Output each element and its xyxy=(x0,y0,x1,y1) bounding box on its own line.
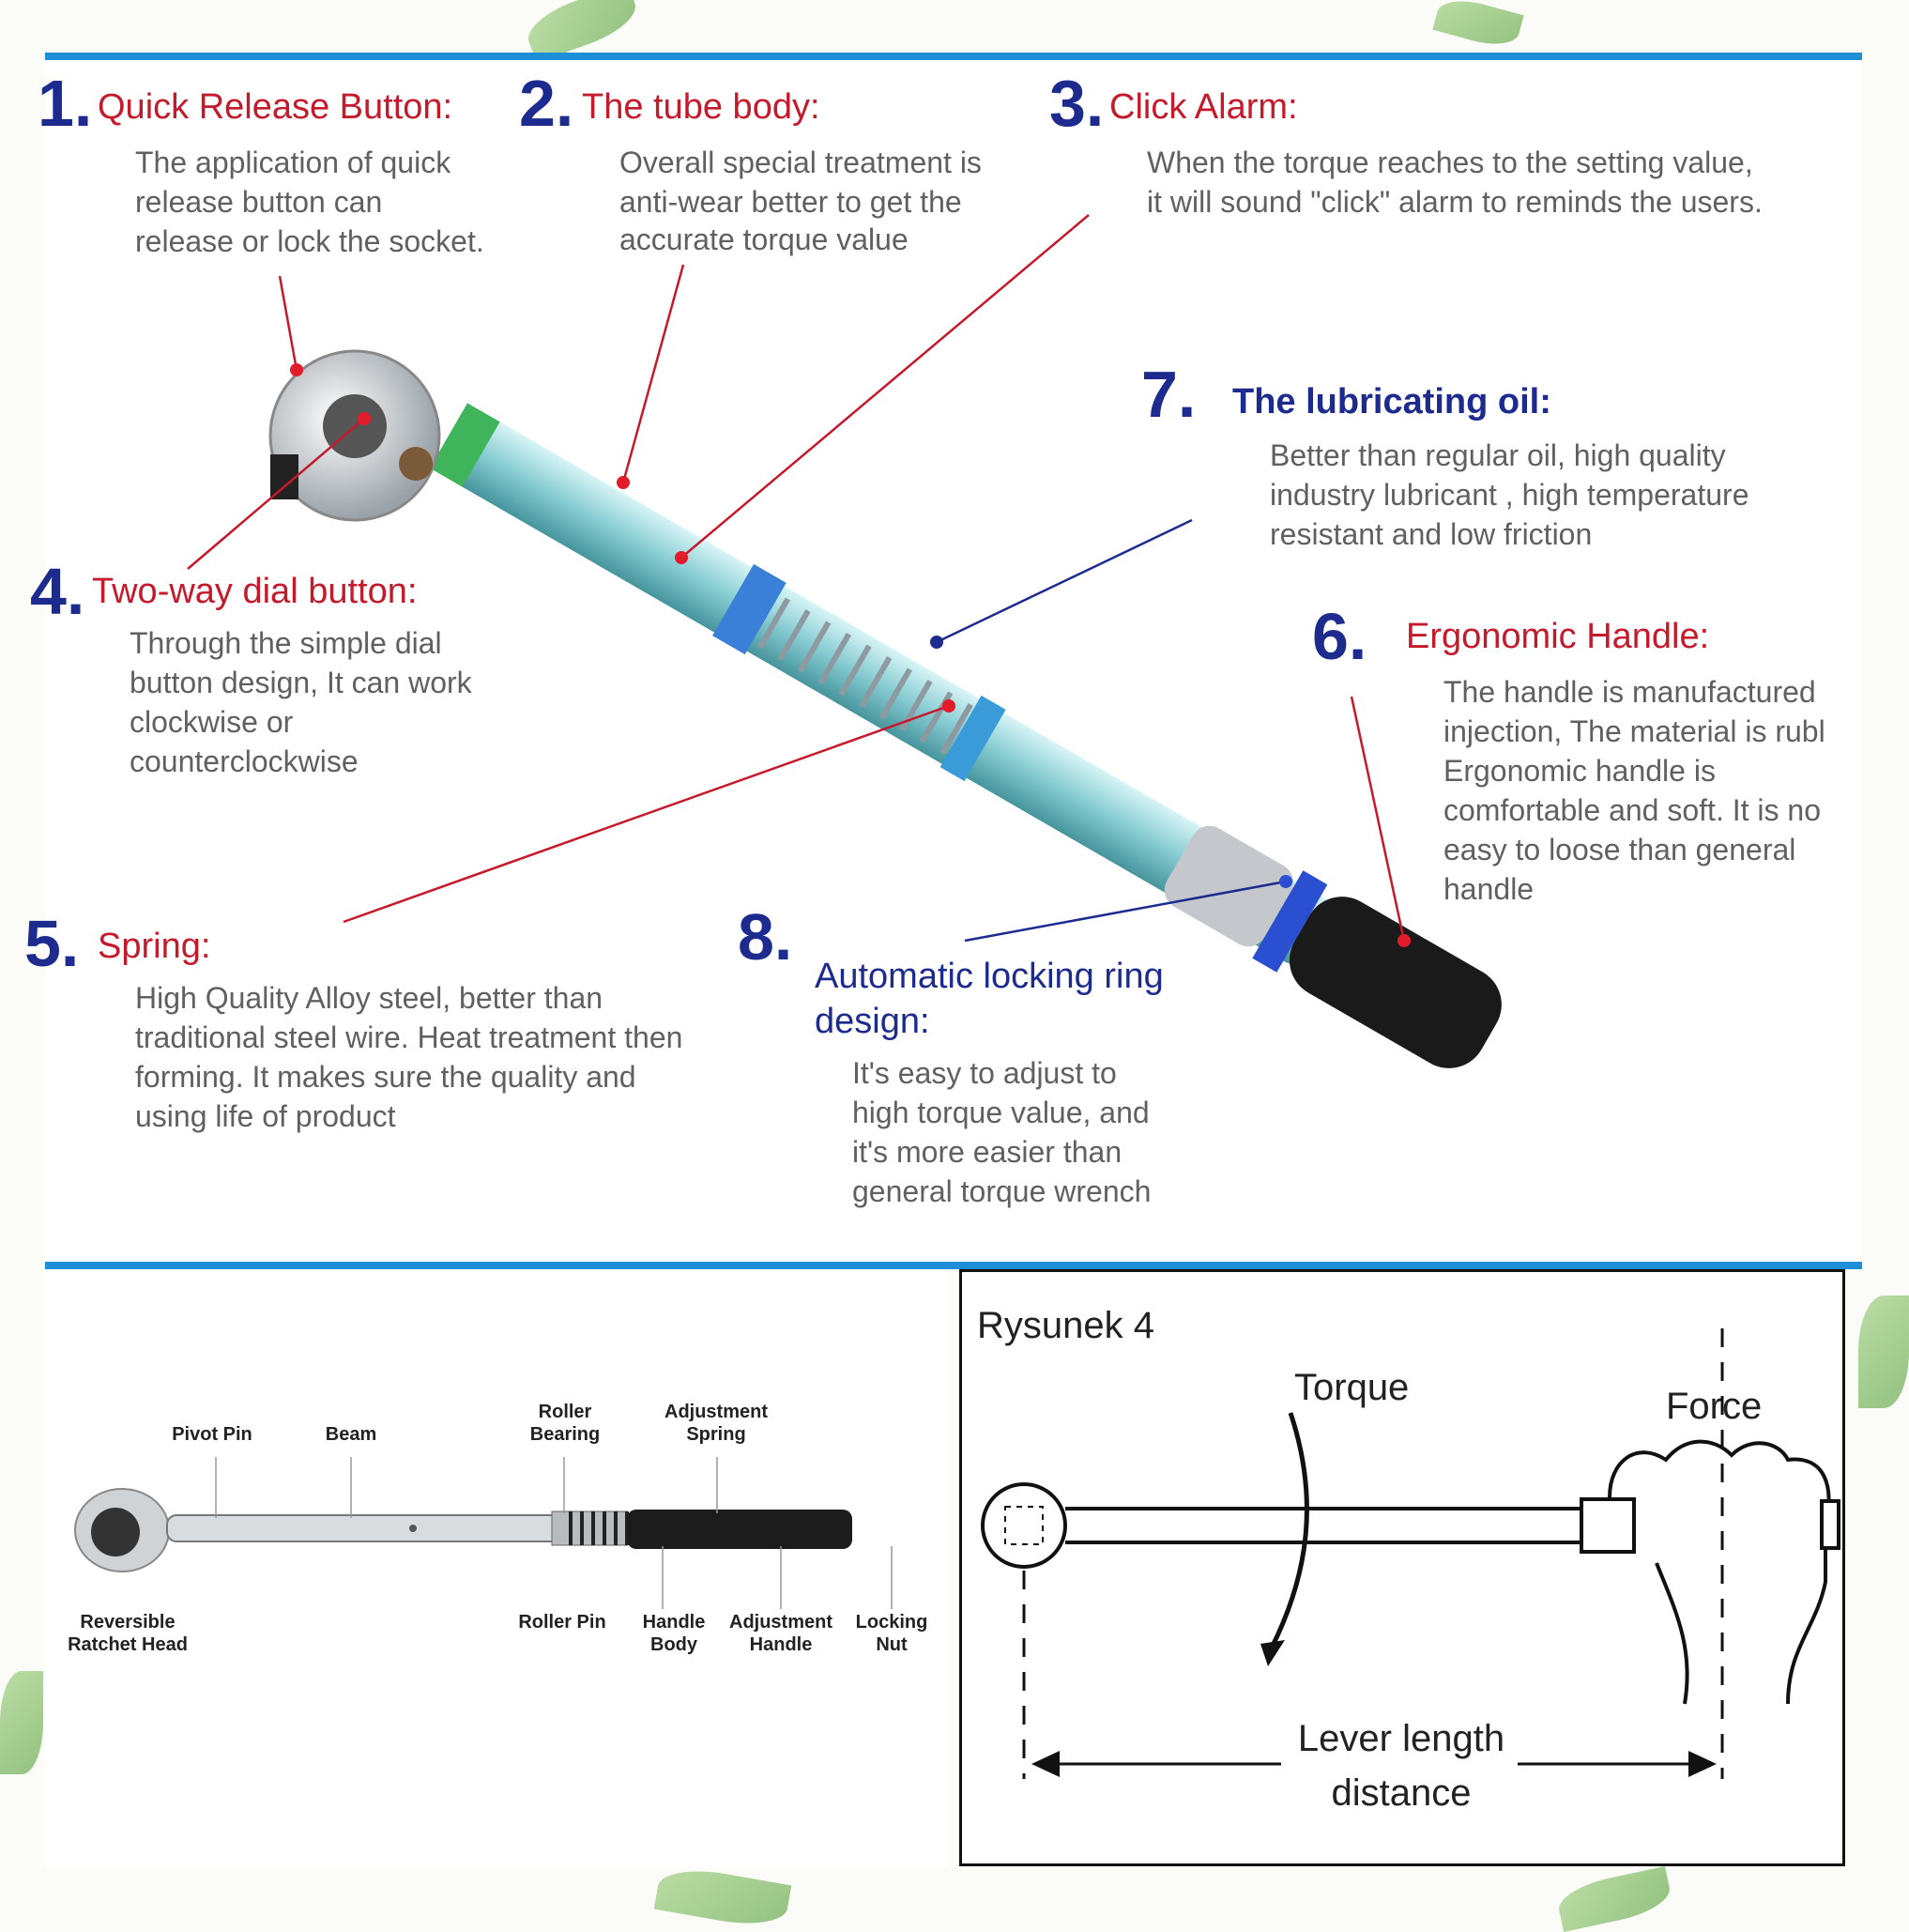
label-handle-body: Handle xyxy=(643,1612,706,1633)
feature-5-desc-line: High Quality Alloy steel, better than xyxy=(135,981,603,1015)
feature-1-title: Quick Release Button: xyxy=(98,87,452,127)
feature-6-desc-line: The handle is manufactured xyxy=(1443,675,1816,709)
feature-5-callout: 5. Spring: High Quality Alloy steel, bet… xyxy=(24,907,682,1133)
feature-7-desc-line: Better than regular oil, high quality xyxy=(1270,438,1726,472)
feature-2-desc-line: accurate torque value xyxy=(619,222,909,256)
label-roller-bearing: Bearing xyxy=(530,1424,600,1445)
lever-distance-arrow-icon xyxy=(1031,1751,1717,1777)
wrench-lever-drawing xyxy=(981,1482,1636,1569)
lever-distance-label: distance xyxy=(1332,1772,1472,1814)
feature-7-number: 7. xyxy=(1141,358,1196,431)
feature-6-desc-line: Ergonomic handle is xyxy=(1443,754,1716,788)
feature-8-title-line: design: xyxy=(815,1002,930,1041)
part-leader-lines xyxy=(215,1457,893,1609)
feature-6-desc-line: easy to loose than general xyxy=(1443,833,1795,866)
feature-2-title: The tube body: xyxy=(582,87,820,127)
wrench-photo xyxy=(74,1488,852,1572)
leaf-decoration xyxy=(0,1671,43,1774)
label-pivot-pin: Pivot Pin xyxy=(172,1424,252,1445)
features-svg: 1. Quick Release Button: The application… xyxy=(24,67,1825,1208)
label-adjustment-spring: Adjustment xyxy=(664,1402,768,1422)
lever-length-label: Lever length xyxy=(1298,1718,1504,1759)
feature-1-desc-line: release or lock the socket. xyxy=(135,224,484,258)
label-beam: Beam xyxy=(326,1424,376,1445)
pointer-dots xyxy=(290,363,1411,947)
feature-3-number: 3. xyxy=(1049,67,1104,140)
feature-6-desc-line: comfortable and soft. It is no xyxy=(1443,793,1821,827)
label-roller-bearing: Roller xyxy=(539,1402,592,1422)
pointer-lines xyxy=(187,214,1406,943)
figure-4-svg: Rysunek 4 Torque Force Lever length dist… xyxy=(977,1305,1840,1814)
feature-1-number: 1. xyxy=(38,67,92,140)
torque-arrow-icon xyxy=(1269,1412,1309,1649)
feature-8-callout: 8. Automatic locking ring design: It's e… xyxy=(738,900,1164,1208)
leaf-decoration xyxy=(653,1863,792,1932)
feature-4-desc-line: button design, It can work xyxy=(130,666,473,699)
feature-8-title-line: Automatic locking ring xyxy=(815,957,1164,996)
feature-4-desc-line: counterclockwise xyxy=(130,744,359,778)
feature-5-title: Spring: xyxy=(98,927,210,966)
leaf-decoration xyxy=(1432,0,1524,52)
feature-6-desc-line: injection, The material is rubl xyxy=(1443,714,1825,748)
feature-6-callout: 6. Ergonomic Handle: The handle is manuf… xyxy=(1312,600,1825,906)
feature-7-desc-line: industry lubricant , high temperature xyxy=(1270,478,1749,512)
wrench-parts-svg: Pivot Pin Beam Roller Bearing Adjustment… xyxy=(68,1402,928,1655)
feature-2-callout: 2. The tube body: Overall special treatm… xyxy=(519,67,982,256)
feature-7-callout: 7. The lubricating oil: Better than regu… xyxy=(1141,358,1749,551)
label-reversible-ratchet-head: Reversible xyxy=(80,1612,175,1633)
feature-4-title: Two-way dial button: xyxy=(92,572,417,611)
feature-3-callout: 3. Click Alarm: When the torque reaches … xyxy=(1049,67,1763,219)
feature-4-desc-line: Through the simple dial xyxy=(130,626,442,660)
feature-3-desc-line: When the torque reaches to the setting v… xyxy=(1147,146,1753,179)
feature-2-desc-line: anti-wear better to get the xyxy=(619,185,962,219)
label-adjustment-handle: Adjustment xyxy=(729,1612,832,1633)
feature-1-desc-line: release button can xyxy=(135,185,382,219)
feature-3-title: Click Alarm: xyxy=(1109,87,1298,127)
feature-2-desc-line: Overall special treatment is xyxy=(619,146,982,179)
feature-8-desc-line: general torque wrench xyxy=(852,1174,1151,1208)
label-adjustment-handle: Handle xyxy=(750,1634,813,1655)
feature-1-callout: 1. Quick Release Button: The application… xyxy=(38,67,484,258)
torque-wrench-features-panel: 1. Quick Release Button: The application… xyxy=(24,53,1862,1269)
feature-6-number: 6. xyxy=(1312,600,1367,673)
feature-1-desc-line: The application of quick xyxy=(135,146,451,179)
label-roller-pin: Roller Pin xyxy=(518,1612,605,1633)
feature-8-desc-line: it's more easier than xyxy=(852,1135,1122,1169)
feature-5-desc-line: forming. It makes sure the quality and xyxy=(135,1060,636,1094)
figure-4-torque-diagram: Rysunek 4 Torque Force Lever length dist… xyxy=(959,1269,1845,1866)
feature-7-desc-line: resistant and low friction xyxy=(1270,517,1592,551)
feature-8-desc-line: It's easy to adjust to xyxy=(852,1056,1117,1090)
label-adjustment-spring: Spring xyxy=(686,1424,745,1445)
feature-5-desc-line: traditional steel wire. Heat treatment t… xyxy=(135,1020,682,1054)
feature-8-number: 8. xyxy=(738,900,792,974)
feature-5-desc-line: using life of product xyxy=(135,1099,396,1133)
figure-4-title: Rysunek 4 xyxy=(977,1305,1154,1346)
wrench-parts-diagram: Pivot Pin Beam Roller Bearing Adjustment… xyxy=(45,1269,948,1868)
feature-5-number: 5. xyxy=(24,907,79,980)
fist-icon xyxy=(1608,1439,1840,1705)
feature-4-desc-line: clockwise or xyxy=(130,705,294,739)
label-handle-body: Body xyxy=(650,1634,698,1655)
leaf-decoration xyxy=(1554,1866,1674,1932)
torque-arrowhead-icon xyxy=(1260,1640,1285,1666)
label-locking-nut: Locking xyxy=(856,1612,928,1633)
feature-4-number: 4. xyxy=(30,555,84,628)
feature-6-desc-line: handle xyxy=(1443,872,1534,906)
label-locking-nut: Nut xyxy=(876,1634,908,1655)
feature-4-callout: 4. Two-way dial button: Through the simp… xyxy=(30,555,473,778)
force-label: Force xyxy=(1666,1386,1762,1427)
feature-2-number: 2. xyxy=(519,67,573,140)
feature-8-desc-line: high torque value, and xyxy=(852,1096,1150,1129)
label-reversible-ratchet-head: Ratchet Head xyxy=(68,1634,188,1655)
leaf-decoration xyxy=(1858,1296,1909,1408)
feature-3-desc-line: it will sound "click" alarm to reminds t… xyxy=(1147,185,1763,219)
torque-label: Torque xyxy=(1294,1367,1409,1408)
feature-6-title: Ergonomic Handle: xyxy=(1406,617,1709,656)
feature-7-title: The lubricating oil: xyxy=(1232,382,1551,422)
